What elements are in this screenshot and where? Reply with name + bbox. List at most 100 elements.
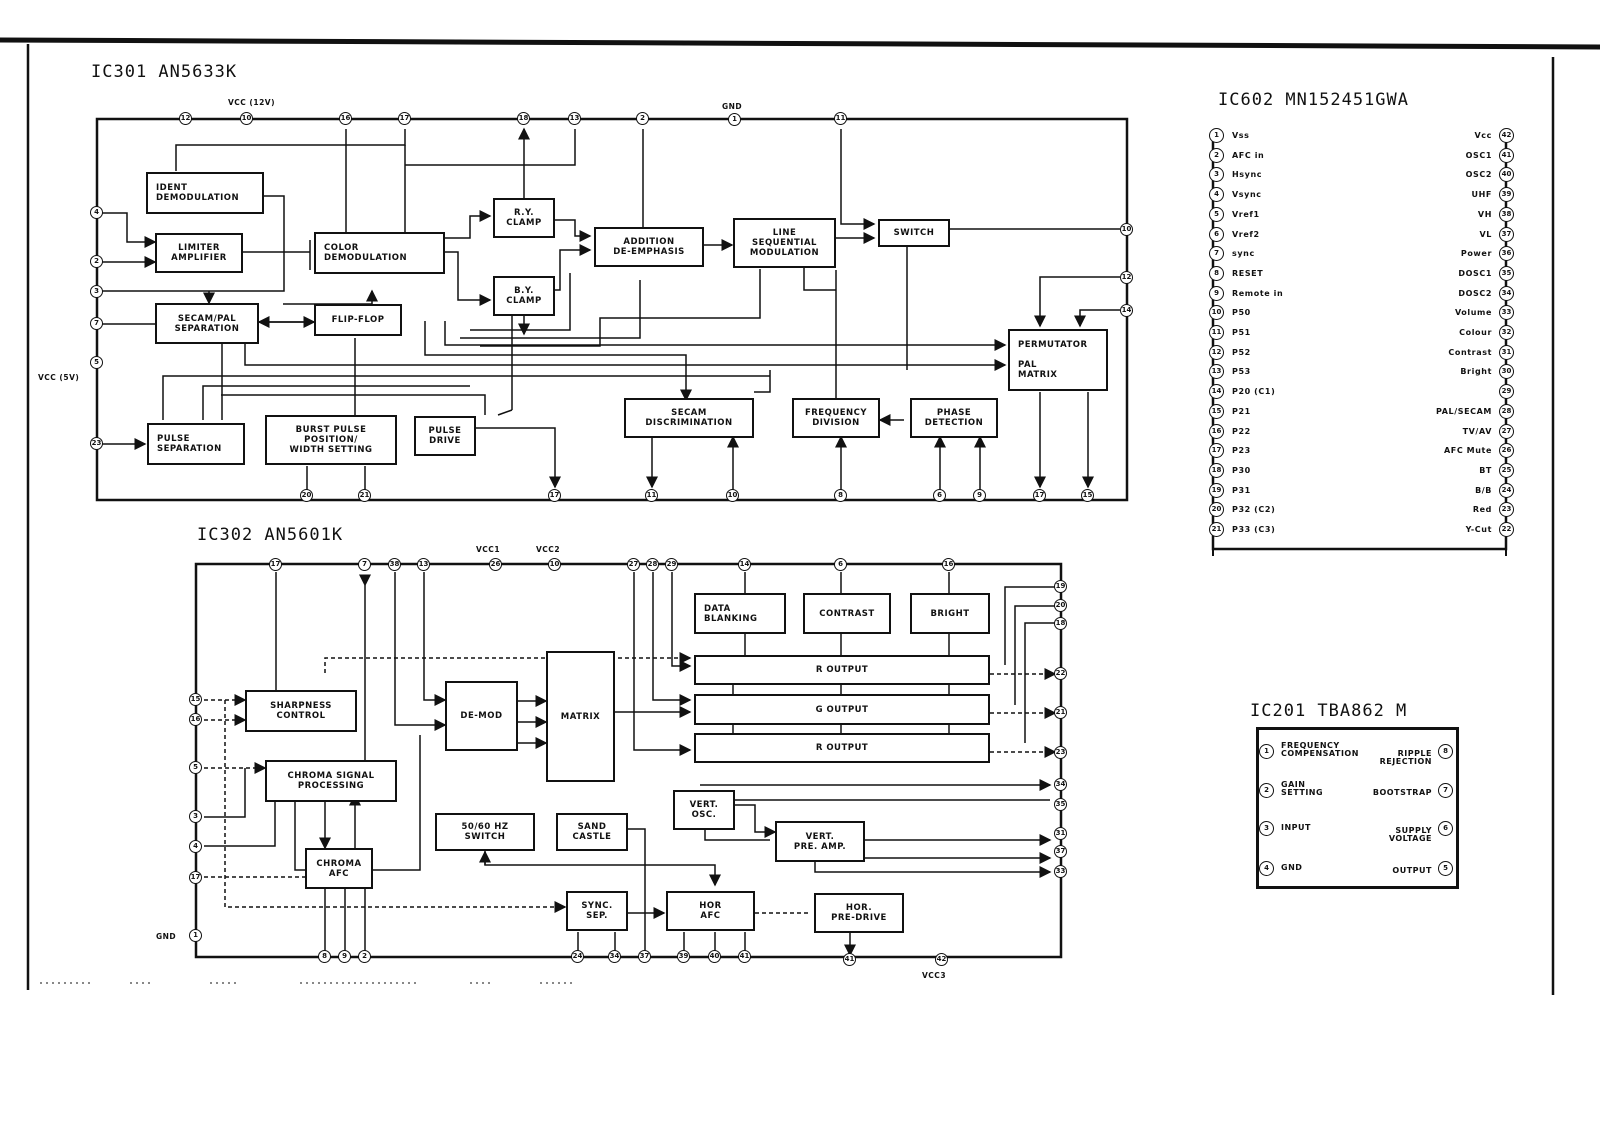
ic301-pin: 4 [90, 206, 103, 219]
ic602-right-pin-number: 39 [1499, 187, 1514, 203]
ic301-pin: 7 [90, 317, 103, 330]
contrast-block: CONTRAST [803, 593, 891, 634]
ic301-pin: 17 [398, 112, 411, 125]
ic602-left-pin-label: P51 [1232, 328, 1251, 337]
ic602-right-pin-number: 23 [1499, 502, 1514, 518]
ic201-left-pin-number: 3 [1259, 821, 1274, 836]
ic302-pin: 26 [489, 558, 502, 571]
flip-flop-block: FLIP-FLOP [314, 304, 402, 336]
ic302-pin: 3 [189, 810, 202, 823]
sand-castle-block: SAND CASTLE [556, 813, 628, 851]
ic201-left-pin-label: GAIN SETTING [1281, 780, 1324, 797]
ic602-right-pin-label: DOSC2 [1458, 288, 1492, 298]
ic602-right-pin-number: 37 [1499, 226, 1514, 242]
ic602-right-pin-label: Vcc [1474, 131, 1492, 140]
50-60hz-switch-block: 50/60 HZ SWITCH [435, 813, 535, 851]
ic602-left-pin-number: 12 [1209, 344, 1224, 360]
ic602-left-pin-label: P53 [1232, 367, 1251, 377]
ic302-pin: 37 [638, 950, 651, 963]
ic602-right-pin-label: Bright [1460, 367, 1492, 377]
ic302-pin: 27 [627, 558, 640, 571]
g-output-block: G OUTPUT [694, 694, 990, 725]
ic302-gnd-label: GND [156, 932, 177, 941]
ic602-left-pin-number: 10 [1209, 305, 1224, 321]
ic602-left-pin-label: Vref2 [1232, 229, 1260, 239]
ic602-right-pin-label: UHF [1471, 190, 1492, 200]
ic301-vcc12-label: VCC (12V) [228, 98, 276, 107]
pulse-separation-block: PULSE SEPARATION [147, 423, 245, 465]
burst-pulse-position-block: BURST PULSE POSITION/ WIDTH SETTING [265, 415, 397, 465]
ic602-left-pin-label: Vsync [1232, 190, 1262, 200]
ic302-pin: 29 [665, 558, 678, 571]
ic302-pin: 5 [189, 761, 202, 774]
ic302-pin: 17 [189, 871, 202, 884]
demod-block: DE-MOD [445, 681, 518, 751]
ic602-left-pin-number: 3 [1209, 167, 1224, 183]
ic602-left-pin-number: 8 [1209, 265, 1224, 281]
ic201-right-pin-number: 5 [1438, 861, 1453, 876]
ic301-pin: 2 [90, 255, 103, 268]
ic302-pin: 31 [1054, 827, 1067, 840]
ic302-pin: 41 [738, 950, 751, 963]
ic201-left-pin-label: FREQUENCY COMPENSATION [1281, 741, 1359, 758]
ic302-pin: 22 [1054, 667, 1067, 680]
ic301-pin: 12 [179, 112, 192, 125]
ic602-left-pin-number: 16 [1209, 423, 1224, 439]
ic302-vcc3-label: VCC3 [922, 971, 947, 980]
ic602-right-pin-label: Red [1472, 505, 1492, 515]
addition-deemphasis-block: ADDITION DE-EMPHASIS [594, 227, 704, 267]
ic602-right-pin-label: VH [1477, 209, 1492, 219]
ic302-pin: 7 [358, 558, 371, 571]
ic302-pin: 6 [834, 558, 847, 571]
ic301-pin: 17 [1033, 489, 1046, 502]
ic602-right-pin-label: Power [1460, 249, 1492, 259]
sharpness-control-block: SHARPNESS CONTROL [245, 690, 357, 732]
ic602-right-pin-number: 24 [1499, 482, 1514, 498]
matrix-block: MATRIX [546, 651, 615, 782]
ic602-left-pin-number: 17 [1209, 443, 1224, 459]
ic201-right-pin-label: OUTPUT [1392, 866, 1432, 875]
ic602-right-pin-number: 25 [1499, 462, 1514, 478]
ic302-pin: 4 [189, 840, 202, 853]
ident-demodulation-block: IDENT DEMODULATION [146, 172, 264, 214]
ic302-pin: 39 [677, 950, 690, 963]
ic302-title: IC302 AN5601K [197, 525, 344, 545]
ic301-pin: 14 [1120, 304, 1133, 317]
ic602-right-pin-number: 41 [1499, 147, 1514, 163]
ic602-left-pin-number: 11 [1209, 325, 1224, 340]
ic602-left-pin-number: 14 [1209, 384, 1224, 400]
ic201-right-pin-label: BOOTSTRAP [1372, 788, 1432, 797]
ic602-left-pin-label: P30 [1232, 465, 1251, 475]
ic602-right-pin-number: 36 [1499, 246, 1514, 262]
vert-osc-block: VERT. OSC. [673, 790, 735, 830]
r-output-block-upper: R OUTPUT [694, 655, 990, 685]
ic302-pin: 2 [358, 950, 371, 963]
ic201-right-pin-number: 6 [1438, 821, 1453, 836]
ic301-pin: 8 [834, 489, 847, 502]
ic302-vcc2-label: VCC2 [536, 545, 561, 554]
ic602-right-pin-label: Contrast [1448, 347, 1492, 357]
ic301-title: IC301 AN5633K [91, 62, 238, 82]
ic602-right-pin-number: 32 [1499, 325, 1514, 340]
ic602-left-pin-number: 2 [1209, 147, 1224, 163]
ic602-right-pin-label: BT [1479, 465, 1492, 475]
ic602-left-pin-label: P50 [1232, 308, 1251, 318]
ic602-right-pin-label: VL [1479, 229, 1492, 239]
ic302-pin: 41 [843, 953, 856, 966]
ic602-left-pin-label: Vss [1232, 131, 1250, 140]
ic602-left-pin-number: 5 [1209, 206, 1224, 222]
ry-clamp-block: R.Y. CLAMP [493, 198, 555, 238]
ic201-right-pin-number: 8 [1438, 744, 1453, 759]
ic602-title: IC602 MN152451GWA [1218, 90, 1409, 110]
secam-pal-separation-block: SECAM/PAL SEPARATION [155, 303, 259, 344]
ic302-pin: 19 [1054, 580, 1067, 593]
ic602-right-pin-number: 29 [1499, 384, 1514, 400]
ic302-vcc1-label: VCC1 [476, 545, 501, 554]
ic302-pin: 16 [189, 713, 202, 726]
ic302-pin: 34 [608, 950, 621, 963]
ic302-pin: 13 [417, 558, 430, 571]
ic201-title: IC201 TBA862 M [1250, 701, 1408, 721]
hor-pre-drive-block: HOR. PRE-DRIVE [814, 893, 904, 933]
ic301-pin: 18 [517, 112, 530, 125]
